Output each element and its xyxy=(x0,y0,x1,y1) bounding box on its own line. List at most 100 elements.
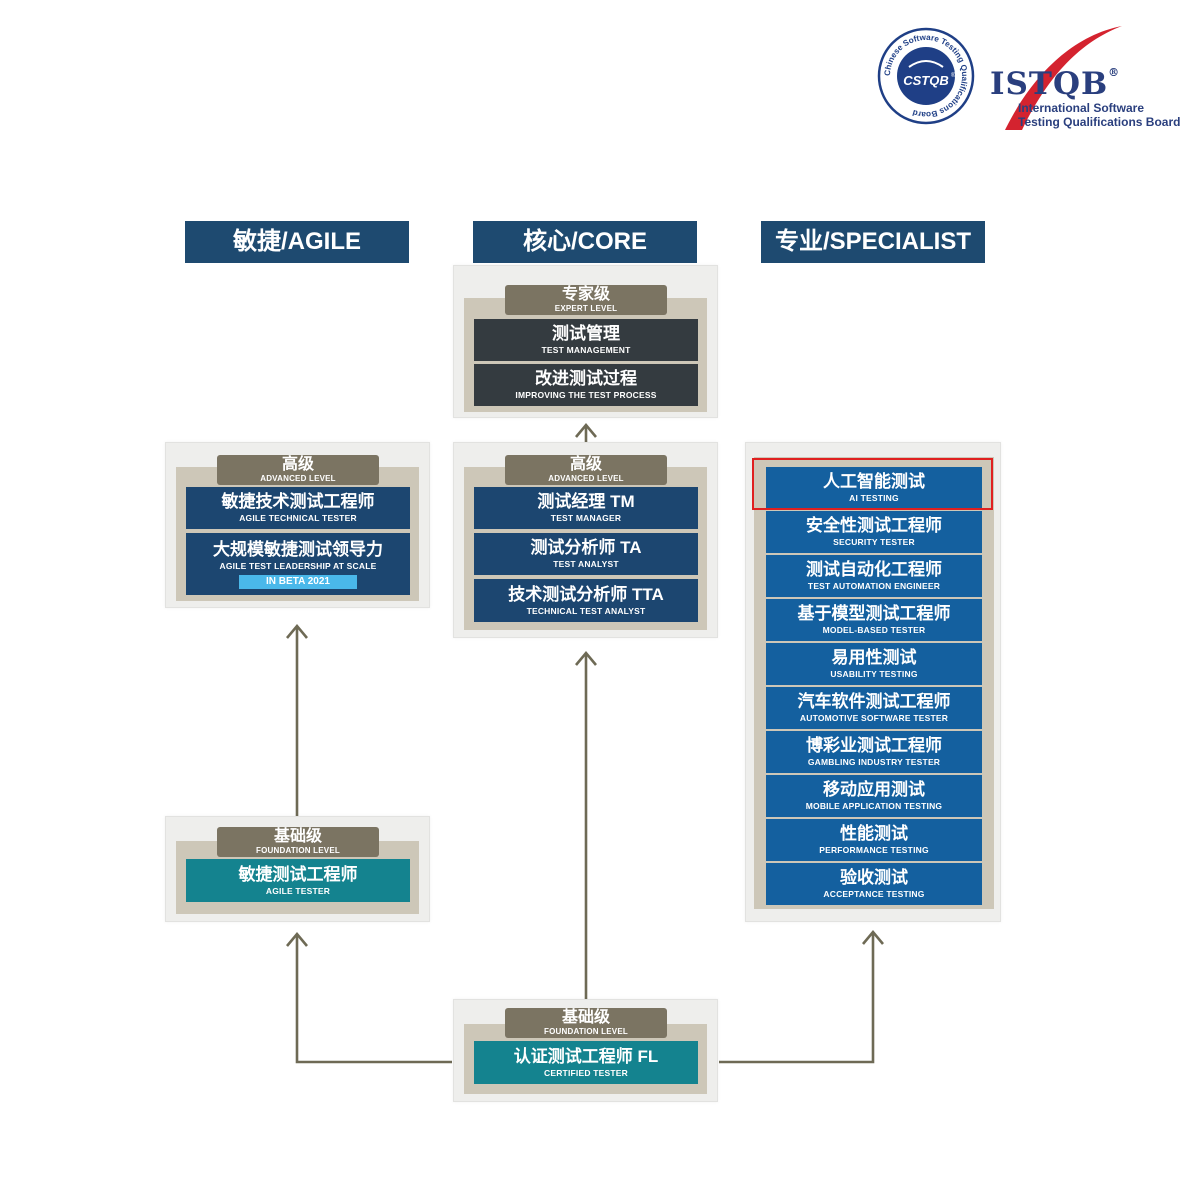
course-improving-test-process[interactable]: 改进测试过程 IMPROVING THE TEST PROCESS xyxy=(474,364,698,406)
istqb-registered: ® xyxy=(1108,66,1121,79)
core-foundation-panel: 基础级 FOUNDATION LEVEL 认证测试工程师 FL CERTIFIE… xyxy=(453,999,718,1102)
arrowhead-core-expert xyxy=(575,422,597,438)
istqb-line2: Testing Qualifications Board xyxy=(1018,115,1181,129)
arrowhead-specialist xyxy=(862,929,884,945)
level-tag-expert: 专家级 EXPERT LEVEL xyxy=(505,285,667,315)
course-gambling-industry-tester[interactable]: 博彩业测试工程师 GAMBLING INDUSTRY TESTER xyxy=(766,731,982,773)
course-zh: 测试经理 TM xyxy=(537,492,635,511)
course-en: AUTOMOTIVE SOFTWARE TESTER xyxy=(799,713,949,723)
specialist-panel: 人工智能测试 AI TESTING 安全性测试工程师 SECURITY TEST… xyxy=(745,442,1001,922)
course-zh: 敏捷测试工程师 xyxy=(238,864,358,884)
course-zh: 测试分析师 TA xyxy=(530,538,642,557)
level-tag-en: ADVANCED LEVEL xyxy=(548,474,624,483)
course-zh: 基于模型测试工程师 xyxy=(797,604,951,623)
level-tag-zh: 基础级 xyxy=(561,1009,610,1026)
level-tag-zh: 高级 xyxy=(569,456,602,473)
level-tag-en: FOUNDATION LEVEL xyxy=(544,1027,628,1036)
level-tag-zh: 高级 xyxy=(281,456,314,473)
column-header-specialist: 专业/SPECIALIST xyxy=(761,221,985,263)
course-en: TEST MANAGER xyxy=(550,513,622,523)
level-tag-zh: 基础级 xyxy=(273,828,322,845)
course-zh: 性能测试 xyxy=(840,824,908,843)
arrow-foundation-to-specialist xyxy=(719,932,875,1064)
agile-advanced-panel: 高级 ADVANCED LEVEL 敏捷技术测试工程师 AGILE TECHNI… xyxy=(165,442,430,608)
course-zh: 测试自动化工程师 xyxy=(806,560,942,579)
course-technical-test-analyst[interactable]: 技术测试分析师 TTA TECHNICAL TEST ANALYST xyxy=(474,579,698,622)
course-usability-testing[interactable]: 易用性测试 USABILITY TESTING xyxy=(766,643,982,685)
course-en: TEST AUTOMATION ENGINEER xyxy=(807,581,941,591)
istqb-logo: ISTQB® International Software Testing Qu… xyxy=(990,24,1190,134)
course-certified-tester[interactable]: 认证测试工程师 FL CERTIFIED TESTER xyxy=(474,1041,698,1084)
course-en: ACCEPTANCE TESTING xyxy=(823,889,925,899)
course-zh: 安全性测试工程师 xyxy=(806,516,942,535)
course-zh: 认证测试工程师 FL xyxy=(513,1046,659,1066)
course-en: IMPROVING THE TEST PROCESS xyxy=(515,390,657,400)
course-en: MOBILE APPLICATION TESTING xyxy=(805,801,943,811)
course-en: AGILE TESTER xyxy=(265,885,331,896)
course-test-automation-engineer[interactable]: 测试自动化工程师 TEST AUTOMATION ENGINEER xyxy=(766,555,982,597)
arrowhead-agile-foundation xyxy=(286,931,308,947)
istqb-line1: International Software xyxy=(1018,101,1145,115)
course-agile-tester[interactable]: 敏捷测试工程师 AGILE TESTER xyxy=(186,859,410,902)
cstqb-logo: Chinese Software Testing Qualifications … xyxy=(877,27,975,125)
course-en: AI TESTING xyxy=(849,493,899,503)
course-en: SECURITY TESTER xyxy=(833,537,915,547)
istqb-swoosh-icon xyxy=(1005,26,1122,130)
course-automotive-software-tester[interactable]: 汽车软件测试工程师 AUTOMOTIVE SOFTWARE TESTER xyxy=(766,687,982,729)
course-performance-testing[interactable]: 性能测试 PERFORMANCE TESTING xyxy=(766,819,982,861)
course-zh: 博彩业测试工程师 xyxy=(806,736,942,755)
course-test-analyst[interactable]: 测试分析师 TA TEST ANALYST xyxy=(474,533,698,575)
course-en: GAMBLING INDUSTRY TESTER xyxy=(807,757,941,767)
level-tag-advanced: 高级 ADVANCED LEVEL xyxy=(505,455,667,485)
course-model-based-tester[interactable]: 基于模型测试工程师 MODEL-BASED TESTER xyxy=(766,599,982,641)
agile-foundation-panel: 基础级 FOUNDATION LEVEL 敏捷测试工程师 AGILE TESTE… xyxy=(165,816,430,922)
level-tag-foundation: 基础级 FOUNDATION LEVEL xyxy=(505,1008,667,1038)
course-agile-test-leadership[interactable]: 大规模敏捷测试领导力 AGILE TEST LEADERSHIP AT SCAL… xyxy=(186,533,410,595)
course-security-tester[interactable]: 安全性测试工程师 SECURITY TESTER xyxy=(766,511,982,553)
course-zh: 改进测试过程 xyxy=(535,369,637,388)
course-zh: 敏捷技术测试工程师 xyxy=(221,492,375,511)
istqb-name: ISTQB xyxy=(990,66,1109,102)
course-agile-technical-tester[interactable]: 敏捷技术测试工程师 AGILE TECHNICAL TESTER xyxy=(186,487,410,529)
level-tag-en: FOUNDATION LEVEL xyxy=(256,846,340,855)
course-zh: 技术测试分析师 TTA xyxy=(508,584,664,604)
course-zh: 易用性测试 xyxy=(831,648,917,667)
course-en: USABILITY TESTING xyxy=(830,669,918,679)
level-tag-foundation: 基础级 FOUNDATION LEVEL xyxy=(217,827,379,857)
arrowhead-core-advanced xyxy=(575,650,597,666)
core-advanced-panel: 高级 ADVANCED LEVEL 测试经理 TM TEST MANAGER 测… xyxy=(453,442,718,638)
course-test-manager[interactable]: 测试经理 TM TEST MANAGER xyxy=(474,487,698,529)
course-zh: 移动应用测试 xyxy=(823,780,925,799)
course-test-management[interactable]: 测试管理 TEST MANAGEMENT xyxy=(474,319,698,361)
course-zh: 大规模敏捷测试领导力 xyxy=(213,539,383,559)
course-en: CERTIFIED TESTER xyxy=(544,1067,628,1078)
course-mobile-application-testing[interactable]: 移动应用测试 MOBILE APPLICATION TESTING xyxy=(766,775,982,817)
course-zh: 验收测试 xyxy=(840,868,908,887)
course-en: MODEL-BASED TESTER xyxy=(822,625,926,635)
course-zh: 人工智能测试 xyxy=(823,472,925,491)
level-tag-en: ADVANCED LEVEL xyxy=(260,474,336,483)
course-en: PERFORMANCE TESTING xyxy=(819,845,929,855)
course-zh: 汽车软件测试工程师 xyxy=(797,692,951,711)
course-zh: 测试管理 xyxy=(552,324,620,343)
column-header-core: 核心/CORE xyxy=(473,221,697,263)
ai-testing-highlight xyxy=(752,458,993,510)
course-ai-testing[interactable]: 人工智能测试 AI TESTING xyxy=(766,467,982,509)
arrowhead-agile-advanced xyxy=(286,623,308,639)
course-en: TECHNICAL TEST ANALYST xyxy=(526,605,646,616)
column-header-agile: 敏捷/AGILE xyxy=(185,221,409,263)
cstqb-seal-icon: Chinese Software Testing Qualifications … xyxy=(877,27,975,125)
cstqb-center-text: CSTQB xyxy=(903,73,949,88)
arrow-foundation-to-agile xyxy=(295,934,452,1064)
course-en: AGILE TECHNICAL TESTER xyxy=(239,513,357,523)
core-expert-panel: 专家级 EXPERT LEVEL 测试管理 TEST MANAGEMENT 改进… xyxy=(453,265,718,418)
course-en: TEST ANALYST xyxy=(553,559,619,569)
course-en: AGILE TEST LEADERSHIP AT SCALE xyxy=(219,560,377,571)
beta-badge: IN BETA 2021 xyxy=(239,574,357,589)
cstqb-registered: ® xyxy=(951,72,956,79)
course-acceptance-testing[interactable]: 验收测试 ACCEPTANCE TESTING xyxy=(766,863,982,905)
level-tag-advanced: 高级 ADVANCED LEVEL xyxy=(217,455,379,485)
course-en: TEST MANAGEMENT xyxy=(541,345,631,355)
level-tag-en: EXPERT LEVEL xyxy=(554,304,618,313)
